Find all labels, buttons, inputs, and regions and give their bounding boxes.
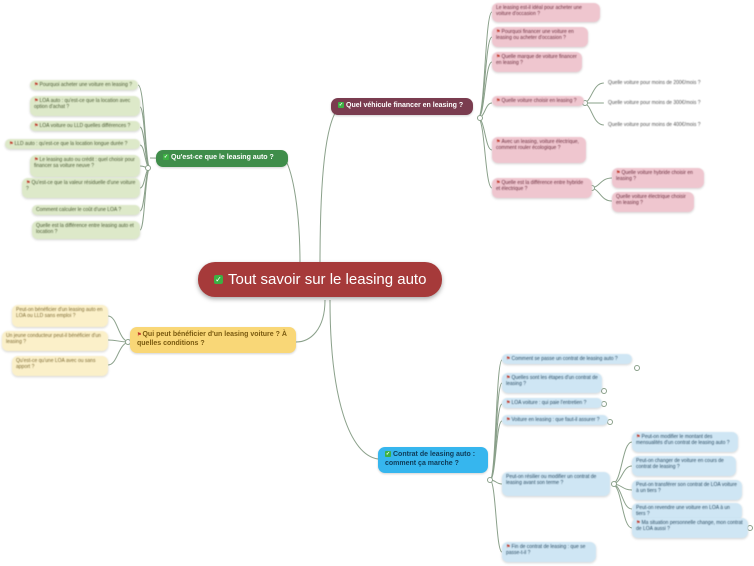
- definition-item[interactable]: ⚑LLD auto : qu'est-ce que la location lo…: [5, 139, 140, 150]
- check-icon: ✓: [338, 102, 344, 109]
- flag-icon: ⚑: [496, 54, 501, 60]
- connector-center-definition: [149, 157, 301, 265]
- check-icon: ✓: [214, 275, 223, 284]
- vehicules-item[interactable]: ⚑Avec un leasing, voiture électrique, co…: [492, 137, 586, 163]
- vehicules-subitem[interactable]: Quelle voiture électrique choisir en lea…: [612, 192, 694, 212]
- flag-icon: ⚑: [506, 400, 511, 406]
- definition-item[interactable]: ⚑LOA voiture ou LLD quelles différences …: [30, 121, 140, 132]
- definition-item[interactable]: ⚑LOA auto : qu'est-ce que la location av…: [30, 96, 140, 116]
- branch-beneficiaires-label: Qui peut bénéficier d'un leasing voiture…: [137, 331, 287, 347]
- flag-icon: ⚑: [26, 180, 31, 186]
- contrat-subitem[interactable]: Peut-on transférer son contrat de LOA vo…: [632, 480, 742, 500]
- branch-vehicules-label: Quel véhicule financer en leasing ?: [346, 102, 464, 109]
- flag-icon: ⚑: [34, 82, 39, 88]
- connector-center-beneficiaires: [295, 299, 326, 343]
- vehicules-item[interactable]: Le leasing est-il idéal pour acheter une…: [492, 3, 600, 22]
- branch-definition-label: Qu'est-ce que le leasing auto ?: [171, 154, 274, 161]
- vehicules-item[interactable]: ⚑Quelle marque de voiture financer en le…: [492, 52, 582, 72]
- contrat-item[interactable]: ⚑Voiture en leasing : que faut-il assure…: [502, 415, 608, 426]
- central-topic-label: Tout savoir sur le leasing auto: [228, 271, 427, 288]
- flag-icon: ⚑: [496, 29, 501, 35]
- flag-icon: ⚑: [636, 520, 641, 526]
- contrat-item[interactable]: ⚑Quelles sont les étapes d'un contrat de…: [502, 373, 602, 393]
- contrat-item[interactable]: ⚑Fin de contrat de leasing : que se pass…: [502, 542, 596, 562]
- vehicules-item[interactable]: ⚑Pourquoi financer une voiture en leasin…: [492, 27, 588, 47]
- contrat-item[interactable]: ⚑LOA voiture : qui paie l'entretien ?: [502, 398, 602, 409]
- contrat-item[interactable]: Peut-on résilier ou modifier un contrat …: [502, 472, 610, 496]
- beneficiaires-item[interactable]: Un jeune conducteur peut-il bénéficier d…: [2, 331, 108, 351]
- flag-icon: ⚑: [9, 141, 14, 147]
- vehicules-item[interactable]: ⚑Quelle voiture choisir en leasing ?: [492, 96, 584, 107]
- flag-icon: ⚑: [34, 98, 39, 104]
- branch-contrat[interactable]: ✓Contrat de leasing auto : comment ça ma…: [378, 447, 488, 473]
- vehicules-subitem[interactable]: Quelle voiture pour moins de 300€/mois ?: [604, 98, 712, 109]
- vehicules-subitem[interactable]: Quelle voiture pour moins de 200€/mois ?: [604, 78, 712, 89]
- definition-item[interactable]: Quelle est la différence entre leasing a…: [32, 221, 140, 239]
- contrat-subitem[interactable]: Peut-on changer de voiture en cours de c…: [632, 456, 736, 476]
- definition-item[interactable]: ⚑Le leasing auto ou crédit : quel choisi…: [30, 155, 140, 177]
- flag-icon: ⚑: [506, 544, 511, 550]
- flag-icon: ⚑: [137, 332, 142, 338]
- check-icon: ✓: [163, 154, 169, 161]
- contrat-item[interactable]: ⚑Comment se passe un contrat de leasing …: [502, 354, 632, 365]
- central-topic[interactable]: ✓ Tout savoir sur le leasing auto: [198, 262, 443, 297]
- branch-definition[interactable]: ✓Qu'est-ce que le leasing auto ?: [156, 150, 288, 167]
- branch-contrat-label: Contrat de leasing auto : comment ça mar…: [385, 451, 476, 467]
- vehicules-subitem[interactable]: Quelle voiture pour moins de 400€/mois ?: [604, 120, 712, 131]
- check-icon: ✓: [385, 451, 391, 458]
- definition-item[interactable]: Comment calculer le coût d'une LOA ?: [32, 205, 140, 216]
- contrat-subitem[interactable]: Peut-on revendre une voiture en LOA à un…: [632, 503, 742, 520]
- flag-icon: ⚑: [496, 139, 501, 145]
- vehicules-item[interactable]: ⚑Quelle est la différence entre hybride …: [492, 178, 592, 198]
- branch-beneficiaires[interactable]: ⚑Qui peut bénéficier d'un leasing voitur…: [130, 327, 296, 353]
- flag-icon: ⚑: [506, 375, 511, 381]
- beneficiaires-item[interactable]: Peut-on bénéficier d'un leasing auto en …: [12, 305, 108, 327]
- definition-item[interactable]: ⚑Qu'est-ce que la valeur résiduelle d'un…: [22, 178, 140, 198]
- connector-center-contrat: [329, 299, 379, 460]
- flag-icon: ⚑: [34, 157, 39, 163]
- definition-item[interactable]: ⚑Pourquoi acheter une voiture en leasing…: [30, 80, 138, 91]
- flag-icon: ⚑: [616, 170, 621, 176]
- contrat-subitem[interactable]: ⚑Peut-on modifier le montant des mensual…: [632, 432, 738, 452]
- flag-icon: ⚑: [496, 98, 501, 104]
- flag-icon: ⚑: [506, 417, 511, 423]
- beneficiaires-item[interactable]: Qu'est-ce qu'une LOA avec ou sans apport…: [12, 356, 108, 376]
- flag-icon: ⚑: [34, 123, 39, 129]
- flag-icon: ⚑: [636, 434, 641, 440]
- contrat-subitem[interactable]: ⚑Ma situation personnelle change, mon co…: [632, 518, 748, 538]
- branch-vehicules[interactable]: ✓Quel véhicule financer en leasing ?: [331, 98, 473, 115]
- connector-center-vehicules: [319, 105, 470, 265]
- vehicules-subitem[interactable]: ⚑Quelle voiture hybride choisir en leasi…: [612, 168, 704, 188]
- flag-icon: ⚑: [496, 180, 501, 186]
- flag-icon: ⚑: [506, 356, 511, 362]
